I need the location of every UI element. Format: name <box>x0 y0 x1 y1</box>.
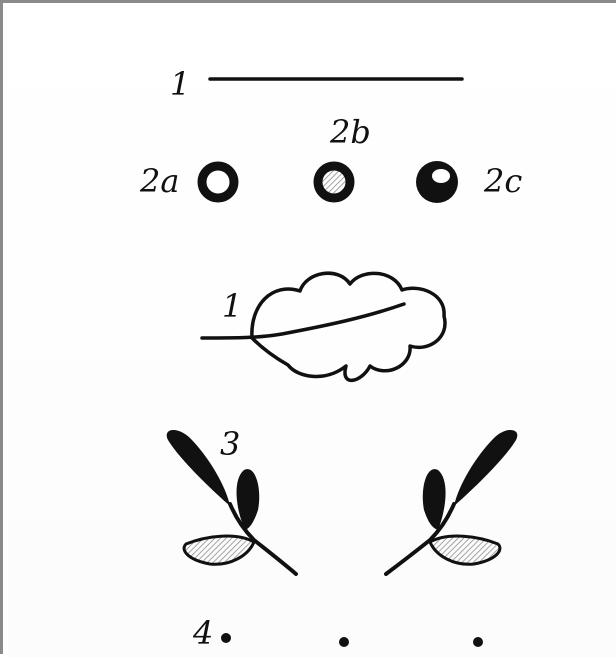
dot-icon <box>221 633 231 643</box>
circle-2c-label: 2c <box>483 162 522 200</box>
line-number-label: 1 <box>170 65 190 103</box>
dot-icon <box>473 637 483 647</box>
partially-filled-circle-icon <box>416 161 458 203</box>
branch-number-label: 3 <box>220 425 240 463</box>
dots-number-label: 4 <box>192 614 213 652</box>
hatched-circle-icon <box>318 166 350 198</box>
circle-2b-label: 2b <box>329 113 371 151</box>
dot-icon <box>339 637 349 647</box>
circle-2a-label: 2a <box>139 162 179 200</box>
open-circle-icon <box>202 166 234 198</box>
leaf-number-label: 1 <box>222 287 242 325</box>
leaf-branch-right <box>386 430 517 574</box>
